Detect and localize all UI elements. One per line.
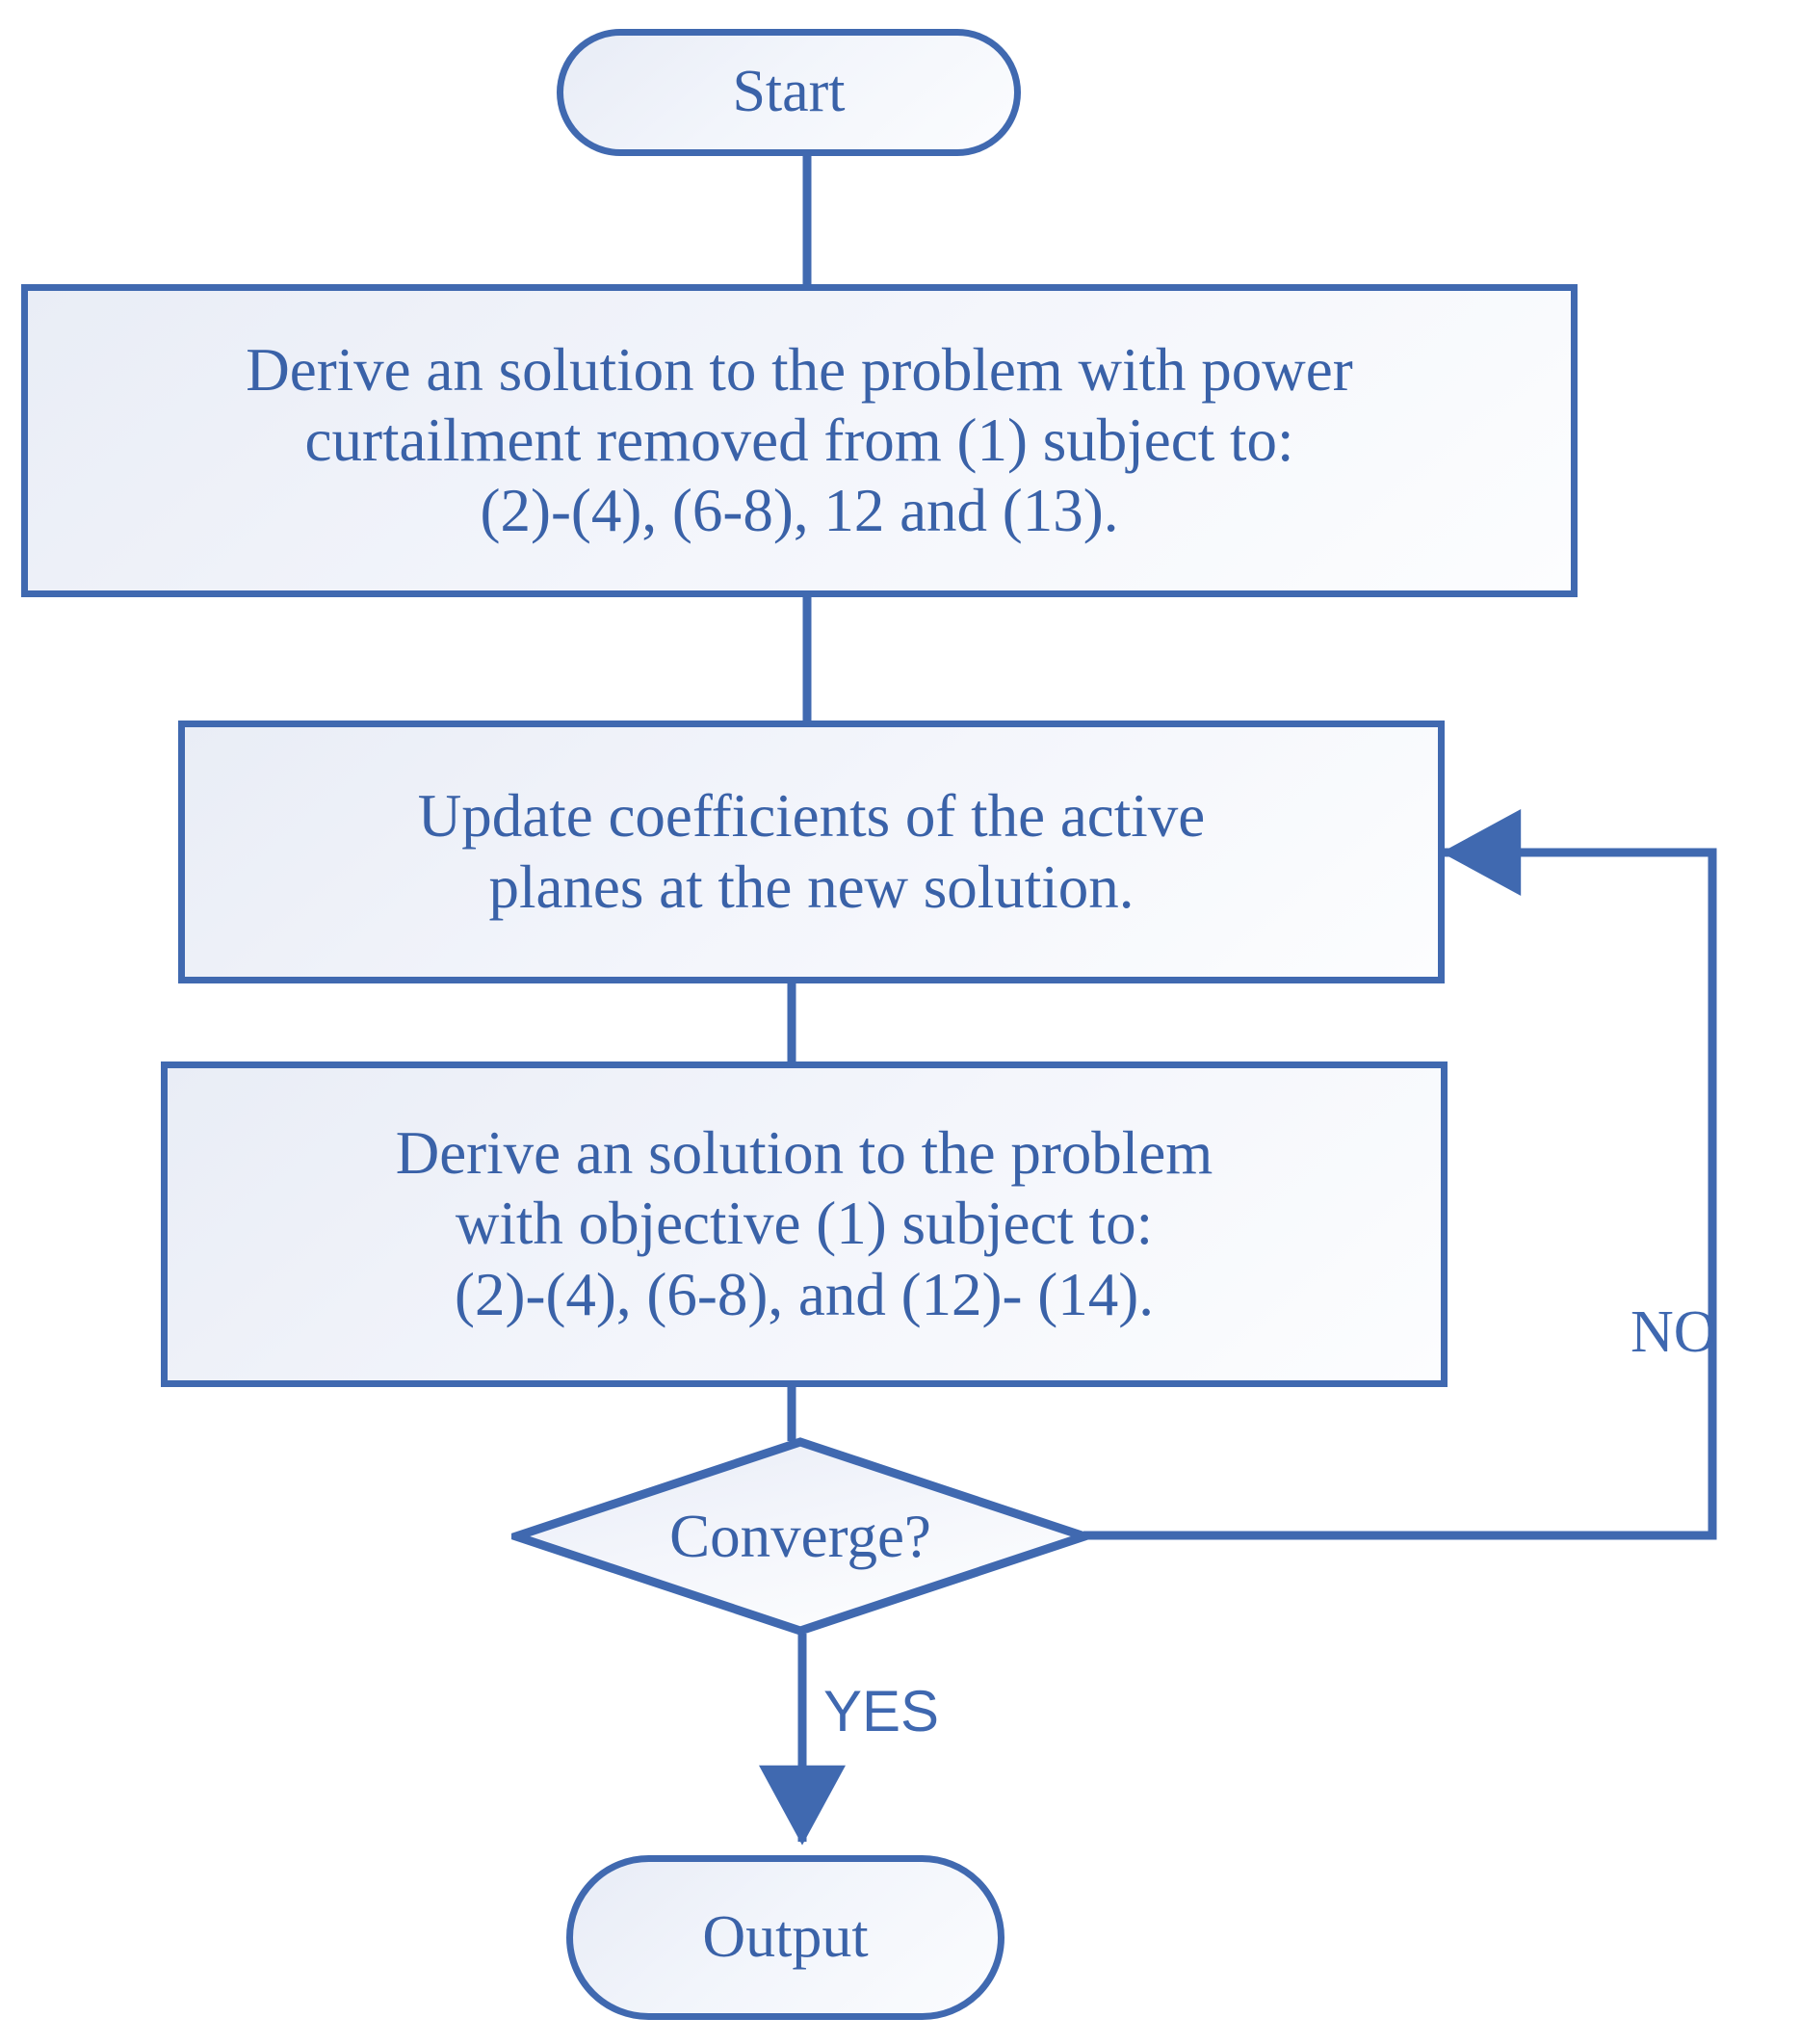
node-converge[interactable]: Converge?	[511, 1437, 1089, 1636]
node-resolve-line2: with objective (1) subject to:	[455, 1190, 1154, 1258]
node-output[interactable]: Output	[566, 1855, 1004, 2020]
node-update-planes-line1: Update coefficients of the active	[417, 782, 1206, 851]
node-output-label: Output	[702, 1903, 869, 1970]
node-update-planes[interactable]: Update coefficients of the active planes…	[178, 721, 1445, 983]
edge-label-no: NO	[1630, 1298, 1717, 1367]
node-initial-solve-line3: (2)-(4), (6-8), 12 and (13).	[480, 477, 1119, 545]
node-update-planes-text: Update coefficients of the active planes…	[418, 781, 1205, 922]
node-initial-solve-text: Derive an solution to the problem with p…	[246, 335, 1353, 546]
edge-label-yes-text: YES	[823, 1679, 940, 1743]
edge-label-no-text: NO	[1630, 1299, 1717, 1365]
node-initial-solve[interactable]: Derive an solution to the problem with p…	[21, 284, 1578, 597]
node-resolve-line3: (2)-(4), (6-8), and (12)- (14).	[455, 1260, 1154, 1328]
node-resolve-text: Derive an solution to the problem with o…	[396, 1118, 1213, 1329]
node-initial-solve-line1: Derive an solution to the problem with p…	[246, 335, 1353, 404]
node-start[interactable]: Start	[557, 29, 1021, 156]
node-resolve-line1: Derive an solution to the problem	[395, 1119, 1213, 1188]
node-resolve[interactable]: Derive an solution to the problem with o…	[161, 1061, 1448, 1387]
node-start-label: Start	[732, 59, 846, 125]
node-converge-label: Converge?	[669, 1502, 931, 1570]
node-update-planes-line2: planes at the new solution.	[488, 852, 1135, 921]
node-initial-solve-line2: curtailment removed from (1) subject to:	[304, 406, 1294, 474]
decision-diamond-shape	[511, 1437, 1089, 1636]
edge-label-yes: YES	[823, 1678, 939, 1744]
